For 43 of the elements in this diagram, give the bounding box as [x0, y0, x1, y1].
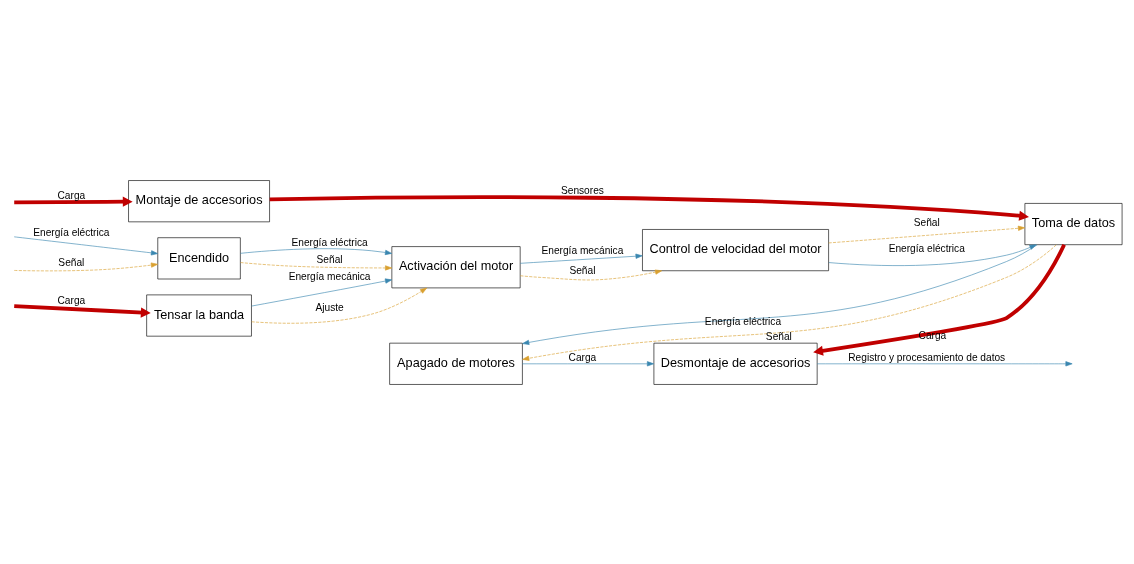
- arrow: [828, 225, 1025, 243]
- edge-label: Energía eléctrica: [291, 236, 368, 248]
- edge-label: Energía eléctrica: [704, 315, 782, 327]
- arrow: [519, 269, 663, 280]
- node-box: Encendido: [157, 236, 241, 279]
- arrow: [14, 262, 158, 271]
- node-box: Toma de datos: [1024, 202, 1123, 245]
- node-box: Tensar la banda: [146, 294, 252, 336]
- edge-label: Señal: [913, 216, 940, 228]
- arrow: [269, 194, 1029, 221]
- edge-label: Ajuste: [315, 301, 344, 313]
- arrow: [522, 360, 654, 366]
- arrow: [522, 244, 1057, 361]
- arrow: [240, 247, 392, 255]
- node-box: Apagado de motores: [389, 342, 523, 385]
- arrow: [813, 243, 1066, 356]
- node-box: Desmontaje de accesorios: [653, 342, 818, 385]
- edge-label: Registro y procesamiento de datos: [848, 351, 1006, 363]
- edge-label: Sensores: [560, 184, 604, 196]
- arrow: [14, 303, 151, 318]
- edge-label: Energía eléctrica: [888, 242, 965, 254]
- node-box: Control de velocidad del motor: [642, 228, 829, 271]
- edge-label: Energía mecánica: [288, 270, 371, 282]
- arrow: [251, 278, 393, 306]
- edge-label: Señal: [316, 253, 343, 265]
- arrow: [520, 253, 643, 264]
- arrow: [816, 360, 1073, 366]
- edge-label: Señal: [569, 264, 596, 276]
- edge-label: Carga: [57, 294, 86, 306]
- edge-label: Energía mecánica: [541, 244, 624, 256]
- edge-label: Señal: [765, 330, 792, 342]
- arrow: [14, 196, 133, 207]
- edge-label: Energía eléctrica: [33, 226, 110, 238]
- edge-label: Carga: [568, 351, 597, 363]
- arrow: [13, 236, 158, 255]
- node-box: Montaje de accesorios: [128, 179, 270, 222]
- edge-label: Carga: [57, 189, 86, 201]
- arrow: [522, 243, 1038, 345]
- node-box: Activación del motor: [391, 245, 521, 288]
- arrow: [240, 261, 393, 270]
- edge-label: Señal: [58, 256, 85, 268]
- arrow: [251, 287, 428, 324]
- arrow: [828, 243, 1037, 266]
